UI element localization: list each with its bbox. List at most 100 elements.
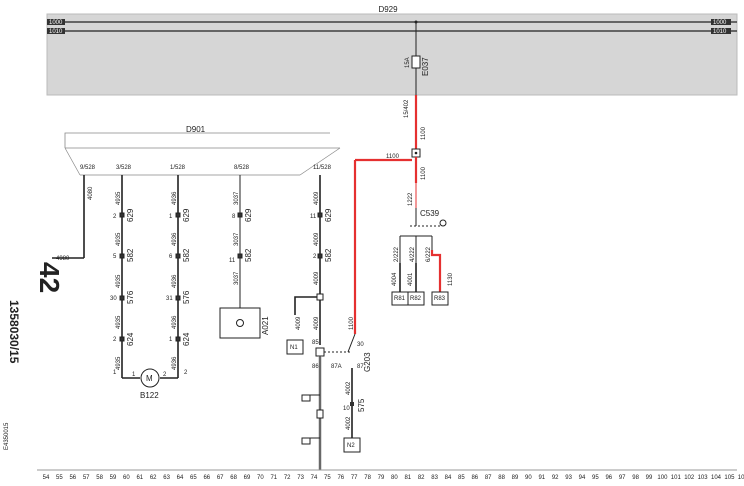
terminal-r81-label: R81 (394, 296, 406, 302)
col3-wire-8: 624 (182, 332, 191, 346)
col4-wire-4: 582 (244, 248, 253, 262)
col2-wire-2: 629 (126, 208, 135, 222)
scale-number: 60 (123, 475, 130, 481)
rail-label-left-2: 1010 (49, 29, 63, 35)
scale-number: 55 (56, 475, 63, 481)
terminal-r83-label: R83 (434, 296, 446, 302)
ground-terminal-2 (343, 437, 361, 453)
relay-wire-2: 1100 (349, 316, 355, 330)
c539-wire-2: 4001 (408, 272, 414, 286)
scale-number: 88 (498, 475, 505, 481)
c539-wire-3: 1130 (448, 272, 454, 286)
terminal-r83 (431, 291, 449, 306)
scale-number: 73 (297, 475, 304, 481)
col2-pin-4: 2 (113, 337, 117, 343)
col2-wire-9: 4935 (116, 356, 122, 370)
scale-number: 98 (632, 475, 639, 481)
scale-number: 84 (445, 475, 452, 481)
col3-pin-2: 6 (169, 254, 173, 260)
rail-label-left-1: 1000 (49, 20, 63, 26)
col5-wire-1: 4009 (314, 191, 320, 205)
col3-wire-7: 4936 (172, 315, 178, 329)
col3-wire-5: 4936 (172, 274, 178, 288)
module-a021-label: A021 (261, 316, 270, 335)
c539-pin-2: 4/222 (410, 246, 416, 262)
column-3-wire (175, 175, 181, 378)
scale-number: 85 (458, 475, 465, 481)
scale-number: 89 (512, 475, 519, 481)
col4-pin-1: 8 (232, 214, 236, 220)
d901-box (64, 132, 340, 149)
scale-number: 75 (324, 475, 331, 481)
scale-number: 78 (364, 475, 371, 481)
relay-pin-87: 87 (357, 364, 364, 370)
scale-number: 90 (525, 475, 532, 481)
fuse-rating: 15A (405, 57, 411, 68)
col4-wire-5: 3037 (234, 271, 240, 285)
col5-wire-5: 4009 (314, 271, 320, 285)
motor-symbol: M (146, 374, 153, 383)
col3-wire-2: 629 (182, 208, 191, 222)
scale-number: 96 (605, 475, 612, 481)
scale-number: 104 (711, 475, 722, 481)
fuse-wire-1: 15/402 (404, 99, 410, 118)
motor-label: B122 (140, 391, 159, 400)
motor-b122 (140, 368, 160, 388)
module-a021 (219, 307, 261, 339)
d901-pin-1: 1/528 (170, 165, 186, 171)
d901-label: D901 (186, 125, 206, 134)
col2-wire-4: 582 (126, 248, 135, 262)
fuse-wire-2: 1100 (421, 126, 427, 140)
rail-label-right-2: 1010 (713, 29, 727, 35)
scale-number: 61 (136, 475, 143, 481)
rail-label-right-1: 1000 (713, 20, 727, 26)
scale-number: 95 (592, 475, 599, 481)
scale-number: 92 (552, 475, 559, 481)
col2-wire-5: 4935 (116, 274, 122, 288)
scale-number: 94 (579, 475, 586, 481)
scale-number: 87 (485, 475, 492, 481)
col5-wire-4: 582 (324, 248, 333, 262)
column-2-wire (119, 175, 125, 378)
col3-wire-6: 576 (182, 290, 191, 304)
scale-number: 79 (378, 475, 385, 481)
motor-pin-left: 1 (132, 372, 136, 378)
fuse-name: E037 (421, 57, 430, 76)
scale-number: 66 (203, 475, 210, 481)
ground-terminal-1-label: N1 (290, 345, 298, 351)
col5-wire-6: 4009 (314, 316, 320, 330)
col2-wire-3: 4935 (116, 232, 122, 246)
scale-number: 71 (270, 475, 277, 481)
relay-wire-3: 4002 (346, 381, 352, 395)
col3-wire-1: 4936 (172, 191, 178, 205)
col5-pin-1: 11 (310, 214, 317, 220)
scale-number: 64 (177, 475, 184, 481)
scale-number: 54 (43, 475, 50, 481)
col2-pin-5: 1 (113, 370, 117, 376)
scale-number: 86 (471, 475, 478, 481)
col2-wire-6: 576 (126, 290, 135, 304)
column-4-wire (237, 175, 243, 308)
scale-number: 70 (257, 475, 264, 481)
col2-wire-7: 4935 (116, 315, 122, 329)
scale-number: 101 (671, 475, 682, 481)
col3-pin-4: 1 (169, 337, 173, 343)
col2-pin-3: 30 (110, 296, 117, 302)
c539-pin-3: 6/222 (426, 246, 432, 262)
column-5-wire (316, 175, 324, 345)
scale-number: 76 (337, 475, 344, 481)
col3-wire-3: 4936 (172, 232, 178, 246)
scale-number: 81 (404, 475, 411, 481)
scale-number: 74 (311, 475, 318, 481)
scale-number: 91 (538, 475, 545, 481)
d901-pin-3: 3/528 (116, 165, 132, 171)
connector-c539: C539 (420, 209, 440, 218)
col5-wire-2: 629 (324, 208, 333, 222)
scale-number: 72 (284, 475, 291, 481)
col3-wire-9: 4936 (172, 356, 178, 370)
scale-number: 106 (738, 475, 744, 481)
left-wire-1: 4080 (88, 186, 94, 200)
relay-label: G203 (363, 352, 372, 372)
fuse-wire-4: 1100 (421, 166, 427, 180)
